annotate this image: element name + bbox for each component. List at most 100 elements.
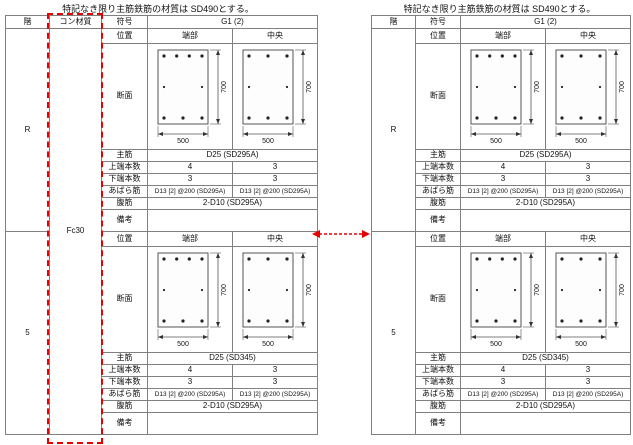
svg-text:700: 700 xyxy=(619,81,626,93)
svg-text:700: 700 xyxy=(221,81,228,93)
bottom-count-center-cell: 3 xyxy=(545,376,631,389)
top-count-center-cell: 3 xyxy=(232,364,318,377)
svg-text:500: 500 xyxy=(575,341,587,348)
stirrup-center-cell: D13 [2] @200 (SD295A) xyxy=(232,388,318,401)
beam-section-diagram-end: 500 700 xyxy=(462,45,545,149)
row-label-bottom-count: 下端本数 xyxy=(415,173,461,186)
svg-text:700: 700 xyxy=(534,81,541,93)
svg-text:500: 500 xyxy=(262,341,274,348)
remarks-value-cell xyxy=(147,412,318,435)
beam-section-diagram-end: 500 700 xyxy=(462,248,545,352)
top-count-end-cell: 4 xyxy=(147,364,233,377)
stirrup-center-cell: D13 [2] @200 (SD295A) xyxy=(545,185,631,198)
section-end-cell: 500 700 xyxy=(147,43,233,150)
row-label-web-bar: 腹筋 xyxy=(415,197,461,210)
position-end-cell: 端部 xyxy=(147,231,233,247)
section-center-cell: 500 700 xyxy=(232,246,318,353)
position-end-cell: 端部 xyxy=(147,28,233,44)
position-end-cell: 端部 xyxy=(460,231,546,247)
row-label-remarks: 備考 xyxy=(415,412,461,435)
svg-text:500: 500 xyxy=(490,138,502,145)
stirrup-center-cell: D13 [2] @200 (SD295A) xyxy=(232,185,318,198)
bottom-count-end-cell: 3 xyxy=(460,376,546,389)
beam-section-diagram-end: 500 700 xyxy=(149,248,232,352)
row-label-stirrup: あばら筋 xyxy=(101,185,148,198)
row-label-main-bar: 主筋 xyxy=(415,149,461,162)
row-label-main-bar: 主筋 xyxy=(101,352,148,365)
web-bar-value-cell: 2-D10 (SD295A) xyxy=(460,400,631,413)
mark-value-cell: G1 (2) xyxy=(147,15,318,29)
top-count-end-cell: 4 xyxy=(460,161,546,174)
svg-text:500: 500 xyxy=(177,341,189,348)
position-center-cell: 中央 xyxy=(232,28,318,44)
row-label-web-bar: 腹筋 xyxy=(101,197,148,210)
beam-section-diagram-center: 500 700 xyxy=(547,45,630,149)
row-label-bottom-count: 下端本数 xyxy=(101,376,148,389)
stirrup-end-cell: D13 [2] @200 (SD295A) xyxy=(147,185,233,198)
row-label-section: 断面 xyxy=(415,246,461,353)
section-center-cell: 500 700 xyxy=(545,43,631,150)
main-bar-value-cell: D25 (SD295A) xyxy=(460,149,631,162)
row-label-section: 断面 xyxy=(101,246,148,353)
main-bar-value-cell: D25 (SD345) xyxy=(147,352,318,365)
floor-value-cell: R xyxy=(371,28,416,232)
section-end-cell: 500 700 xyxy=(460,246,546,353)
row-label-stirrup: あばら筋 xyxy=(101,388,148,401)
row-label-stirrup: あばら筋 xyxy=(415,185,461,198)
row-label-position: 位置 xyxy=(101,231,148,247)
row-label-position: 位置 xyxy=(415,28,461,44)
top-count-center-cell: 3 xyxy=(232,161,318,174)
section-end-cell: 500 700 xyxy=(460,43,546,150)
svg-text:700: 700 xyxy=(221,284,228,296)
row-label-bottom-count: 下端本数 xyxy=(101,173,148,186)
row-label-position: 位置 xyxy=(101,28,148,44)
position-center-cell: 中央 xyxy=(545,231,631,247)
web-bar-value-cell: 2-D10 (SD295A) xyxy=(147,400,318,413)
row-label-top-count: 上端本数 xyxy=(101,161,148,174)
svg-text:500: 500 xyxy=(177,138,189,145)
main-bar-value-cell: D25 (SD295A) xyxy=(147,149,318,162)
row-label-section: 断面 xyxy=(101,43,148,150)
mark-value-cell: G1 (2) xyxy=(460,15,631,29)
concrete-header-cell: コン材質 xyxy=(49,15,102,29)
row-label-web-bar: 腹筋 xyxy=(415,400,461,413)
floor-header-cell: 階 xyxy=(371,15,416,29)
section-center-cell: 500 700 xyxy=(545,246,631,353)
svg-text:700: 700 xyxy=(306,81,313,93)
floor-header-cell: 階 xyxy=(5,15,50,29)
stirrup-end-cell: D13 [2] @200 (SD295A) xyxy=(460,388,546,401)
floor-value-cell: 5 xyxy=(5,231,50,435)
stirrup-center-cell: D13 [2] @200 (SD295A) xyxy=(545,388,631,401)
position-center-cell: 中央 xyxy=(545,28,631,44)
svg-text:700: 700 xyxy=(534,284,541,296)
beam-section-diagram-center: 500 700 xyxy=(547,248,630,352)
stirrup-end-cell: D13 [2] @200 (SD295A) xyxy=(460,185,546,198)
row-label-bottom-count: 下端本数 xyxy=(415,376,461,389)
remarks-value-cell xyxy=(460,412,631,435)
beam-section-diagram-end: 500 700 xyxy=(149,45,232,149)
row-label-top-count: 上端本数 xyxy=(415,364,461,377)
section-end-cell: 500 700 xyxy=(147,246,233,353)
top-count-end-cell: 4 xyxy=(460,364,546,377)
row-label-web-bar: 腹筋 xyxy=(101,400,148,413)
beam-schedule-table-right: 階 符号 G1 (2) R 位置 端部 中央 断面 500 700 500 70… xyxy=(371,15,631,435)
web-bar-value-cell: 2-D10 (SD295A) xyxy=(147,197,318,210)
row-label-remarks: 備考 xyxy=(415,209,461,232)
bottom-count-end-cell: 3 xyxy=(147,376,233,389)
table-link-arrow-icon xyxy=(312,230,370,238)
svg-text:500: 500 xyxy=(262,138,274,145)
floor-value-cell: R xyxy=(5,28,50,232)
section-center-cell: 500 700 xyxy=(232,43,318,150)
remarks-value-cell xyxy=(147,209,318,232)
position-center-cell: 中央 xyxy=(232,231,318,247)
row-label-main-bar: 主筋 xyxy=(415,352,461,365)
top-count-center-cell: 3 xyxy=(545,161,631,174)
remarks-value-cell xyxy=(460,209,631,232)
beam-section-diagram-center: 500 700 xyxy=(234,45,317,149)
beam-schedule-table-left: 階 コン材質 符号 G1 (2) R Fc30 位置 端部 中央 断面 500 … xyxy=(5,15,318,435)
row-label-position: 位置 xyxy=(415,231,461,247)
row-label-main-bar: 主筋 xyxy=(101,149,148,162)
position-end-cell: 端部 xyxy=(460,28,546,44)
svg-text:500: 500 xyxy=(575,138,587,145)
row-label-remarks: 備考 xyxy=(101,412,148,435)
